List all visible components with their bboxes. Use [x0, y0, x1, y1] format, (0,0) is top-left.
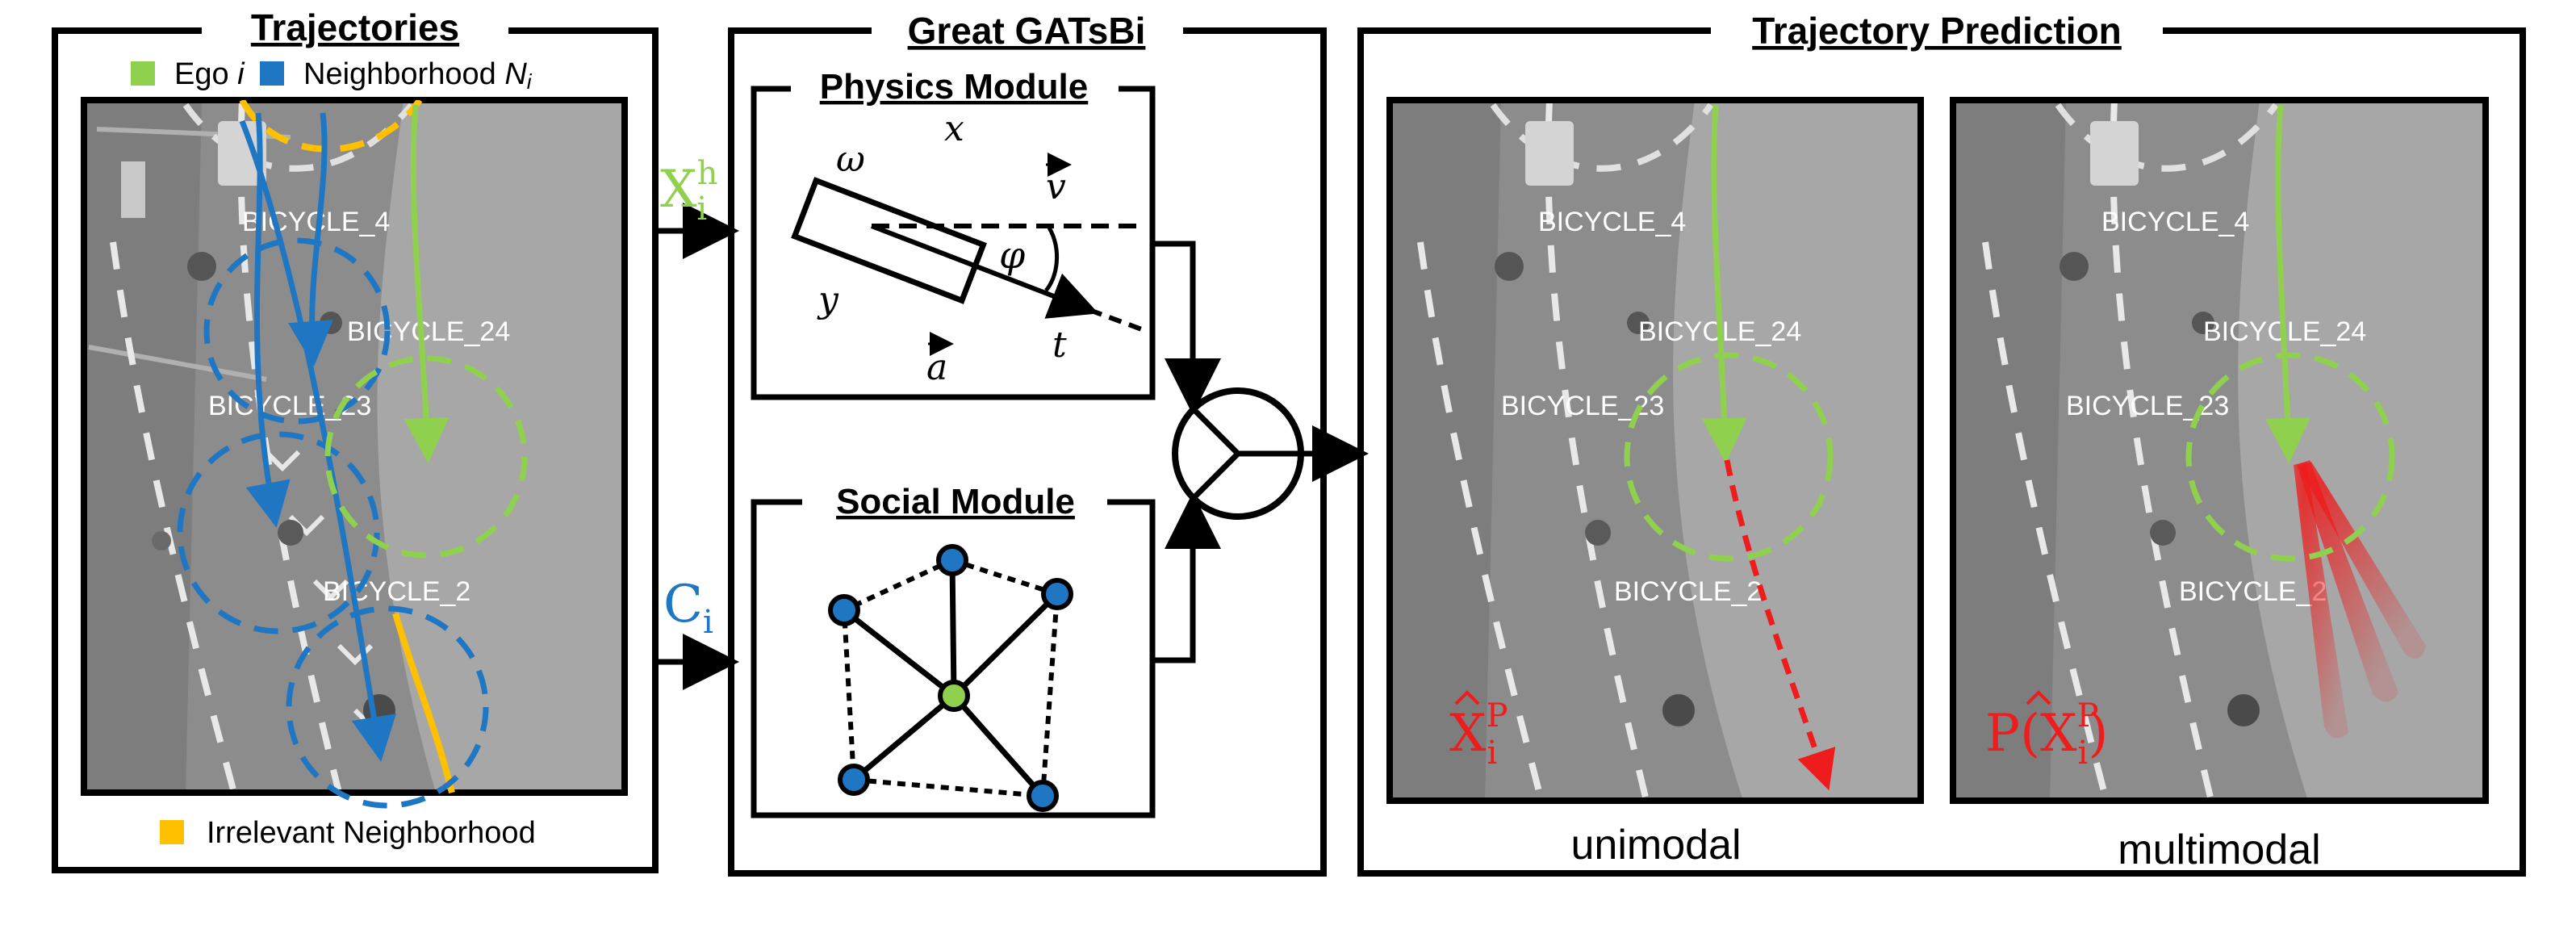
- prediction-panel: Trajectory Prediction BICYCLE_4 BICYCLE_…: [1357, 10, 2526, 877]
- ego-legend-swatch: [131, 61, 155, 86]
- ego-circle: [1624, 352, 1834, 562]
- neighbor-node: [936, 544, 968, 576]
- neighborhood-trajectory: [288, 112, 333, 366]
- physics-symbol-phi: φ: [999, 233, 1026, 277]
- heading-arrow: [870, 224, 1099, 319]
- scene-label: BICYCLE_4: [2101, 207, 2249, 237]
- neighborhood-legend-swatch: [260, 61, 284, 86]
- neighbor-node: [838, 764, 870, 796]
- ego-trajectory: [404, 104, 450, 463]
- ego-node: [938, 680, 970, 712]
- predicted-trajectory: [1724, 459, 1836, 791]
- model-panel: Great GATsBi Physics Module x ω v φ y t …: [728, 10, 1327, 877]
- social-module: Social Module: [751, 482, 1156, 818]
- fusion-node: [1172, 387, 1304, 520]
- trajectories-frame: [52, 27, 659, 873]
- neighbor-node: [828, 594, 860, 626]
- prediction-distribution: [2294, 460, 2426, 739]
- neighborhood-trajectory: [245, 112, 291, 528]
- multimodal-caption: multimodal: [2118, 827, 2320, 873]
- trajectories-scene: [84, 100, 625, 793]
- physics-symbol-y: y: [817, 279, 839, 320]
- irrelevant-legend-swatch: [160, 820, 184, 844]
- prediction-frame: [1357, 27, 2526, 877]
- neighborhood-circle: [286, 605, 489, 809]
- ego-circle: [324, 355, 528, 559]
- prediction-title: Trajectory Prediction: [1752, 10, 2122, 52]
- unimodal-caption: unimodal: [1570, 822, 1741, 869]
- neighbor-node: [1027, 780, 1059, 812]
- scene-label: BICYCLE_2: [323, 576, 470, 607]
- multimodal-scene: [1953, 100, 2486, 801]
- model-frame: [728, 27, 1327, 877]
- physics-connector: [1152, 241, 1221, 415]
- physics-symbol-a: a: [926, 347, 947, 388]
- physics-symbol-v: v: [1046, 166, 1066, 207]
- irrelevant-legend-label: Irrelevant Neighborhood: [207, 816, 536, 850]
- trajectories-title: Trajectories: [251, 6, 459, 48]
- social-module-title: Social Module: [836, 482, 1075, 521]
- physics-symbol-omega: ω: [836, 139, 865, 180]
- neighbor-node: [1041, 578, 1073, 610]
- scene-label: BICYCLE_4: [1538, 207, 1686, 237]
- ego-legend-label: Ego i: [174, 57, 245, 91]
- neighborhood-trajectory: [239, 119, 396, 762]
- vehicle-body: [791, 177, 987, 304]
- context-input-label: Ci: [663, 575, 713, 641]
- scene-label: BICYCLE_23: [2066, 391, 2229, 421]
- ego-circle: [2185, 352, 2395, 562]
- ego-trajectory: [1701, 104, 1747, 463]
- physics-symbol-t: t: [1052, 324, 1067, 366]
- neighborhood-legend-label: Neighborhood Ni: [303, 57, 533, 94]
- scene-label: BICYCLE_2: [2179, 576, 2327, 607]
- scene-label: BICYCLE_2: [1614, 576, 1762, 607]
- scene-label: BICYCLE_24: [347, 316, 510, 347]
- trajectories-panel: Trajectories Ego i Neighborhood Ni BICYC…: [52, 6, 659, 873]
- model-title: Great GATsBi: [908, 10, 1146, 52]
- input-context: Ci: [655, 575, 739, 690]
- social-connector: [1152, 492, 1221, 663]
- physics-symbol-x: x: [944, 108, 964, 149]
- neighborhood-circle: [203, 237, 391, 425]
- ego-trajectory: [2264, 104, 2310, 463]
- physics-module: Physics Module x ω v φ y t a: [751, 67, 1156, 400]
- social-graph: [828, 544, 1073, 812]
- neighborhood-circle: [177, 431, 380, 634]
- physics-module-title: Physics Module: [820, 67, 1089, 107]
- irrelevant-trajectory: [392, 612, 455, 793]
